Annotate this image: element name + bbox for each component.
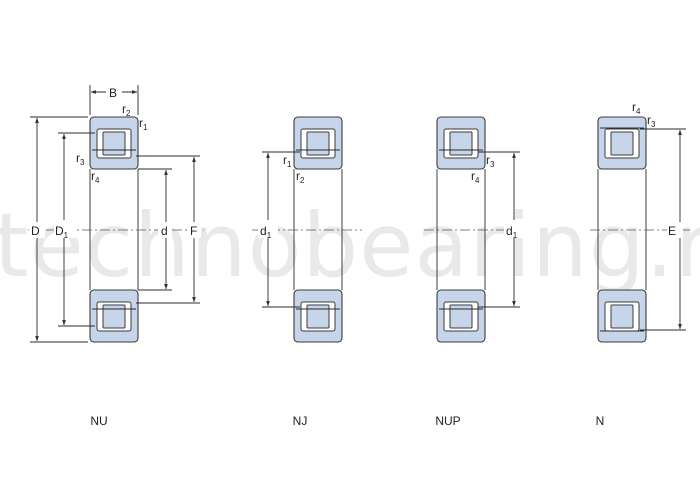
nu-label-d1: D1 [55, 224, 69, 240]
bearing-nup: d1 r3 r4 [424, 116, 524, 343]
nu-label-r3: r3 [76, 151, 85, 167]
nu-label-d-outer: D [31, 224, 40, 238]
bearing-n: E r4 r3 [590, 100, 690, 343]
bearing-nu: B D D1 d F r2 r1 r3 r4 [28, 85, 204, 343]
nup-label-d1: d1 [506, 224, 518, 240]
caption-nu: NU [90, 414, 107, 428]
n-label-e: E [668, 224, 676, 238]
nj-label-r1: r1 [283, 153, 292, 169]
n-label-r3: r3 [647, 113, 656, 129]
bearing-nj: d1 r1 r2 [252, 116, 362, 343]
n-lower-section [597, 289, 647, 343]
caption-nup: NUP [435, 414, 460, 428]
nu-label-r4: r4 [91, 169, 100, 185]
n-label-r4: r4 [632, 100, 641, 116]
nj-upper-section [293, 116, 343, 170]
nup-upper-section [436, 116, 486, 170]
watermark-text: technobearing.ru [0, 194, 700, 297]
nu-label-f: F [190, 224, 197, 238]
nj-label-d1: d1 [260, 224, 272, 240]
nu-label-d-bore: d [161, 224, 168, 238]
nu-upper-section [89, 116, 139, 170]
nu-label-r2: r2 [122, 102, 131, 118]
nup-lower-section [436, 289, 486, 343]
nu-label-r1: r1 [139, 116, 148, 132]
caption-n: N [596, 414, 605, 428]
nj-lower-section [293, 289, 343, 343]
n-upper-section [597, 116, 647, 170]
nu-label-b: B [109, 86, 117, 100]
nup-label-r4: r4 [471, 169, 480, 185]
nup-label-r3: r3 [486, 153, 495, 169]
caption-nj: NJ [293, 414, 308, 428]
nu-lower-section [89, 289, 139, 343]
nj-label-r2: r2 [296, 169, 305, 185]
